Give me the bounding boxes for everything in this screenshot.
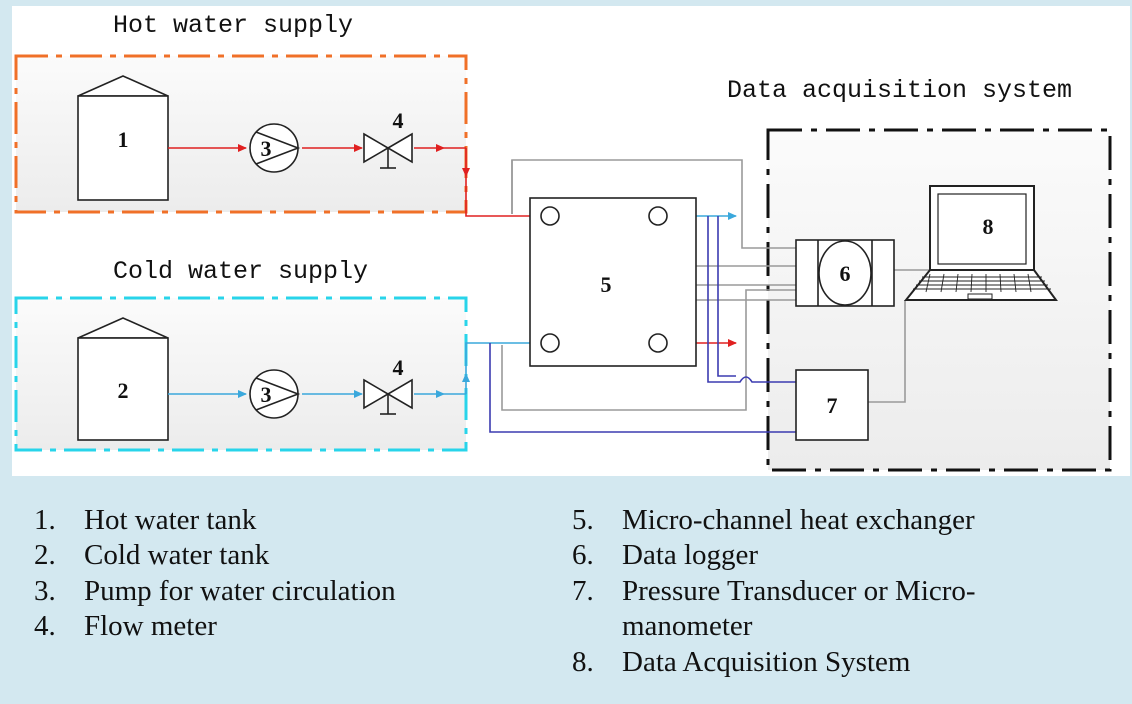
legend-text: Pressure Transducer or Micro-manometer xyxy=(622,574,976,643)
laptop-icon: 8 xyxy=(903,185,1058,301)
legend-number: 3. xyxy=(34,574,56,607)
cold-pump-number: 3 xyxy=(261,382,272,407)
cold-flow-meter: 4 xyxy=(363,355,413,415)
legend-text: Micro-channel heat exchanger xyxy=(622,504,975,536)
cold-water-tank: 2 xyxy=(77,317,169,441)
cold-tank-number: 2 xyxy=(118,378,129,403)
legend-text: Data logger xyxy=(622,539,759,572)
hot-pump: 3 xyxy=(249,123,301,173)
legend-item: 8. Data Acquisition System xyxy=(572,645,1062,680)
legend-item: 5. Micro-channel heat exchanger xyxy=(572,503,1062,538)
legend-number: 7. xyxy=(572,574,594,607)
legend-item: 1. Hot water tank xyxy=(34,503,396,538)
pressure-transducer-number: 7 xyxy=(827,393,838,418)
legend-text: Pump for water circulation xyxy=(84,574,396,607)
pressure-transducer: 7 xyxy=(795,369,869,441)
legend-text: Flow meter xyxy=(84,610,217,643)
legend-text: Cold water tank xyxy=(84,539,270,572)
legend-right-column: 5. Micro-channel heat exchanger 6. Data … xyxy=(572,503,1062,680)
legend-item: 4. Flow meter xyxy=(34,609,396,644)
cold-flow-meter-number: 4 xyxy=(393,355,404,380)
daq-label: Data acquisition system xyxy=(727,76,1072,105)
hot-flow-meter: 4 xyxy=(363,108,413,169)
hot-supply-label: Hot water supply xyxy=(113,11,353,40)
legend-left-column: 1. Hot water tank 2. Cold water tank 3. … xyxy=(34,503,396,645)
hot-tank-number: 1 xyxy=(118,127,129,152)
hot-water-line xyxy=(168,144,540,217)
legend-item: 6. Data logger xyxy=(572,538,1062,573)
legend-number: 6. xyxy=(572,539,594,572)
pressure-lines xyxy=(489,216,796,433)
hot-pump-number: 3 xyxy=(261,136,272,161)
hot-flow-meter-number: 4 xyxy=(393,108,404,133)
legend-number: 8. xyxy=(572,645,594,678)
data-logger-number: 6 xyxy=(840,261,851,286)
computer-number: 8 xyxy=(983,214,994,239)
cold-pump: 3 xyxy=(249,369,301,419)
heat-exchanger: 5 xyxy=(529,197,697,367)
legend-item: 3. Pump for water circulation xyxy=(34,574,396,609)
data-logger: 6 xyxy=(795,239,895,307)
legend-number: 2. xyxy=(34,539,56,572)
legend-text: Data Acquisition System xyxy=(622,645,911,678)
heat-exchanger-number: 5 xyxy=(601,272,612,297)
legend-item: 7. Pressure Transducer or Micro-manomete… xyxy=(572,574,1062,645)
signal-wires xyxy=(501,159,932,411)
legend-number: 1. xyxy=(34,504,56,536)
legend-text: Hot water tank xyxy=(84,504,257,536)
hot-water-tank: 1 xyxy=(77,75,169,201)
legend-number: 5. xyxy=(572,504,594,536)
legend-number: 4. xyxy=(34,610,56,643)
legend-item: 2. Cold water tank xyxy=(34,538,396,573)
cold-supply-label: Cold water supply xyxy=(113,257,368,286)
